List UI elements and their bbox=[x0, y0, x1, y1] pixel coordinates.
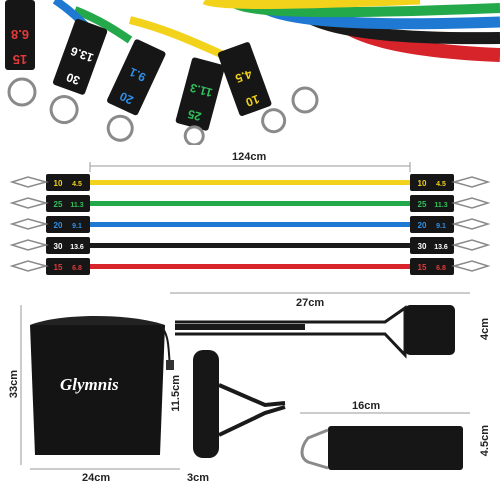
band-tag-lbs: 30 bbox=[418, 242, 427, 251]
bag-width-label: 24cm bbox=[82, 472, 111, 484]
ankle-strap-length-label: 16cm bbox=[352, 400, 381, 412]
band-tag-kg: 13.6 bbox=[70, 244, 84, 251]
band-tag-lbs: 15 bbox=[418, 263, 427, 272]
handle bbox=[193, 350, 286, 458]
band-tag-kg: 6.8 bbox=[72, 265, 82, 272]
band-tag-kg: 13.6 bbox=[434, 244, 448, 251]
closeup-tag-blue: 9.1 20 bbox=[106, 39, 166, 142]
closeup-tag-red: 6.8 15 bbox=[5, 0, 37, 107]
handle-height-label: 11.5cm bbox=[170, 375, 182, 412]
band-length-label: 124cm bbox=[232, 151, 267, 163]
svg-text:30: 30 bbox=[64, 70, 82, 88]
closeup-tag-black: 13.6 30 bbox=[49, 18, 108, 125]
band-tubes-curved bbox=[52, 0, 500, 64]
svg-text:9.1: 9.1 bbox=[127, 65, 148, 85]
band-tag-lbs: 10 bbox=[418, 179, 427, 188]
ankle-strap-width-label: 4.5cm bbox=[479, 425, 491, 457]
band-tag-lbs: 10 bbox=[54, 179, 63, 188]
band-tag-kg: 4.5 bbox=[436, 181, 446, 188]
band-tag-kg: 11.3 bbox=[434, 202, 447, 209]
band-tag-kg: 6.8 bbox=[436, 265, 446, 272]
bag-height-label: 33cm bbox=[8, 370, 20, 399]
band-tag-kg: 11.3 bbox=[70, 202, 83, 209]
band-row-blue: 20 9.1 20 9.1 bbox=[9, 216, 491, 233]
band-tag-lbs: 15 bbox=[54, 263, 63, 272]
band-row-red: 15 6.8 15 6.8 bbox=[9, 258, 491, 275]
band-row-black: 30 13.6 30 13.6 bbox=[9, 237, 491, 254]
svg-text:6.8: 6.8 bbox=[11, 27, 29, 42]
handle-width-label: 4cm bbox=[479, 318, 491, 341]
band-tag-kg: 4.5 bbox=[72, 181, 82, 188]
handle-with-strap bbox=[175, 305, 455, 359]
band-tag-lbs: 30 bbox=[54, 242, 63, 251]
band-tag-kg: 9.1 bbox=[436, 223, 446, 230]
band-tag-lbs: 25 bbox=[54, 200, 63, 209]
svg-text:20: 20 bbox=[117, 89, 135, 107]
svg-text:11.3: 11.3 bbox=[188, 80, 214, 99]
strap-length-label: 27cm bbox=[296, 297, 325, 309]
band-tag-lbs: 20 bbox=[54, 221, 63, 230]
svg-text:25: 25 bbox=[186, 107, 203, 124]
closeup-tag-yellow: 4.5 10 bbox=[217, 42, 287, 134]
svg-text:4.5: 4.5 bbox=[233, 67, 254, 86]
band-row-green: 25 11.3 25 11.3 bbox=[9, 195, 491, 212]
handle-grip-label: 3cm bbox=[187, 472, 210, 484]
svg-text:15: 15 bbox=[13, 52, 27, 67]
brand-logo: Glymnis bbox=[60, 375, 119, 394]
ankle-strap bbox=[300, 426, 463, 470]
closeup-tag-green: 11.3 25 bbox=[175, 57, 225, 145]
bands-closeup-photo: 6.8 15 13.6 30 9.1 20 11.3 25 4.5 10 bbox=[5, 0, 500, 145]
band-tag-lbs: 20 bbox=[418, 221, 427, 230]
band-row-yellow: 10 4.5 10 4.5 bbox=[9, 174, 491, 191]
band-tag-lbs: 25 bbox=[418, 200, 427, 209]
svg-text:10: 10 bbox=[244, 92, 262, 110]
band-tag-kg: 9.1 bbox=[72, 223, 82, 230]
storage-bag bbox=[30, 316, 174, 455]
